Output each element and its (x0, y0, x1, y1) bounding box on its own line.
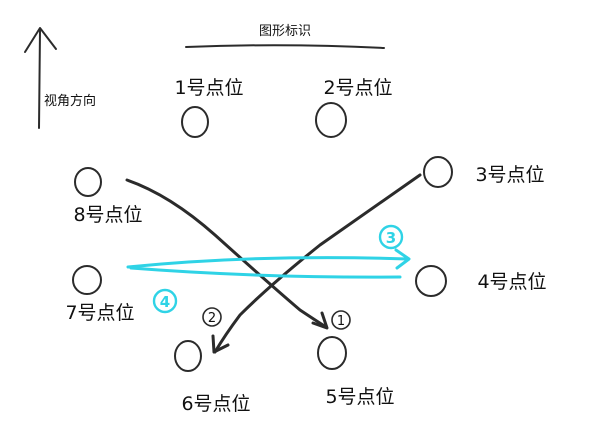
view-direction-arrow-head (24, 27, 57, 53)
point-2-label: 2号点位 (323, 77, 392, 99)
move-2-arrowhead (211, 334, 230, 354)
view-direction-arrow (38, 29, 41, 129)
point-1-circle (181, 106, 209, 138)
view-direction-label: 视角方向 (44, 93, 96, 109)
move-3-arrowhead (394, 248, 411, 270)
point-3-circle (423, 156, 453, 188)
step-badge-2-circle (202, 307, 222, 327)
point-8-label: 8号点位 (73, 204, 142, 226)
point-4-label: 4号点位 (477, 271, 546, 293)
move-4-line (129, 266, 402, 279)
move-1-arrowhead (311, 311, 329, 330)
step-badge-3-text: 3 (386, 229, 396, 247)
point-5-circle (317, 336, 347, 370)
step-badge-2-text: 2 (208, 311, 216, 326)
point-6-label: 6号点位 (181, 393, 250, 415)
point-4-circle (415, 265, 447, 297)
step-badge-1-circle (331, 310, 351, 330)
point-3-label: 3号点位 (475, 164, 544, 186)
step-badge-2: 2 (202, 307, 222, 327)
move-3-line (126, 256, 410, 269)
step-badge-1: 1 (331, 310, 351, 330)
point-1-label: 1号点位 (174, 77, 243, 99)
step-badge-4-circle (152, 288, 178, 314)
step-badge-3: 3 (378, 224, 404, 250)
step-badge-3-circle (378, 224, 404, 250)
point-7-circle (72, 265, 102, 295)
move-2-line (213, 173, 422, 354)
point-5-label: 5号点位 (325, 386, 394, 408)
point-7-label: 7号点位 (65, 302, 134, 324)
move-1-line (125, 178, 328, 329)
step-badge-4: 4 (152, 288, 178, 314)
step-badge-4-text: 4 (160, 293, 170, 311)
point-6-circle (174, 340, 202, 372)
point-8-circle (74, 167, 102, 197)
point-2-circle (315, 102, 347, 138)
diagram-title: 图形标识 (259, 24, 311, 39)
title-underline (185, 44, 385, 49)
step-badge-1-text: 1 (337, 314, 345, 329)
